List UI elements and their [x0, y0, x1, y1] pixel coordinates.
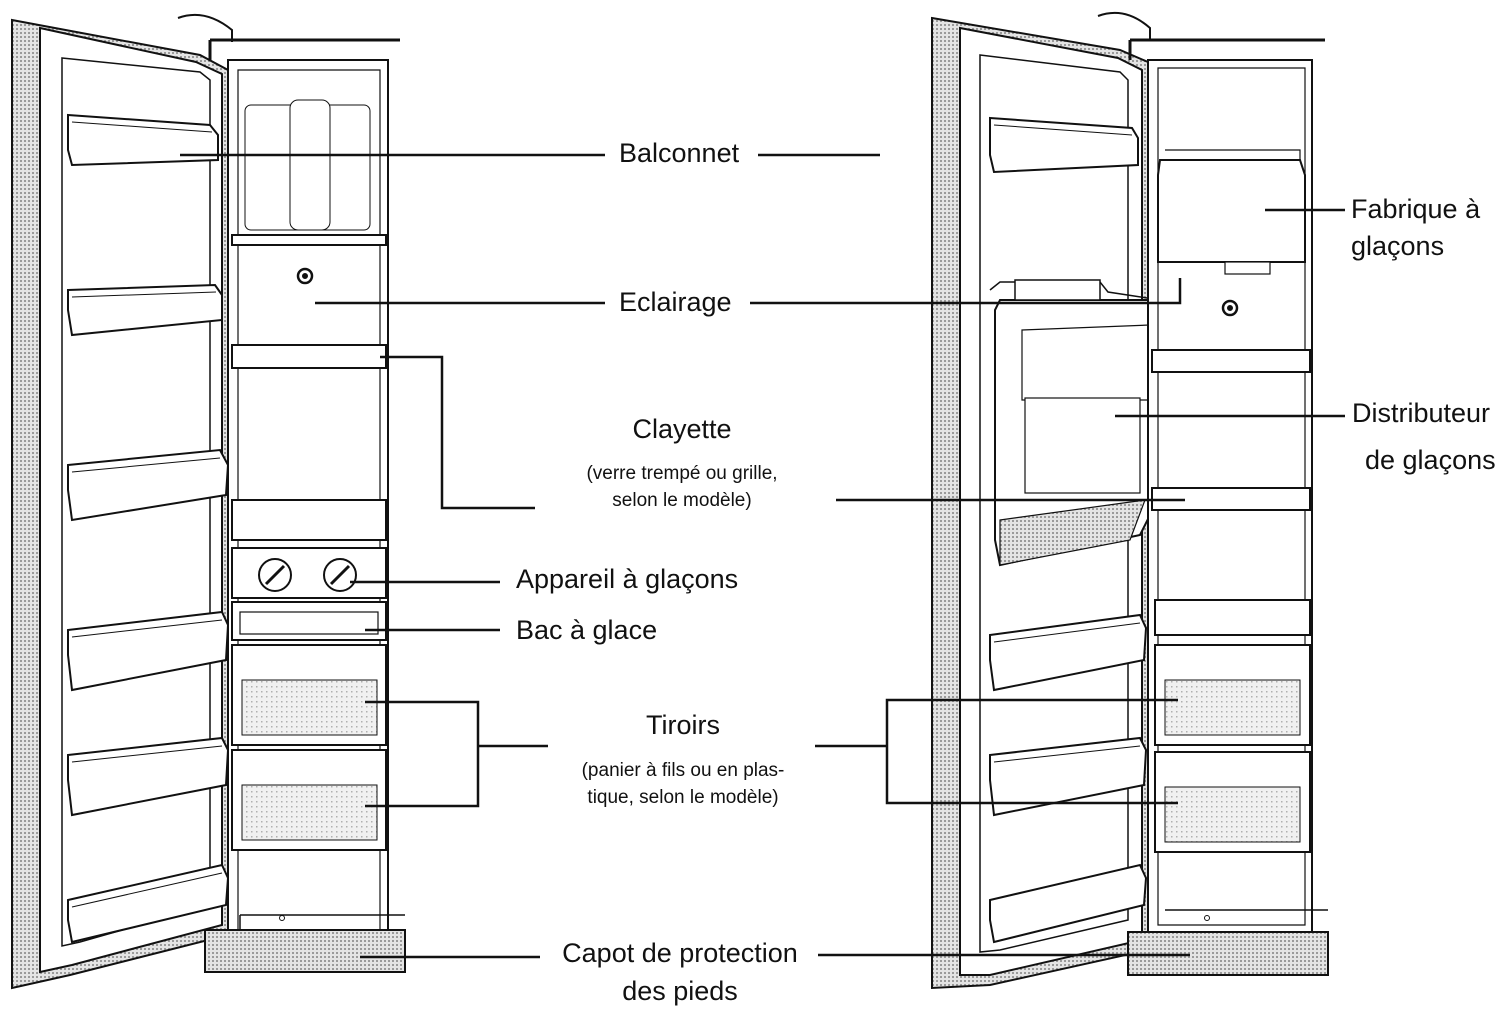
label-tiroirs-sub2: tique, selon le modèle) — [587, 787, 779, 808]
label-tiroirs-title: Tiroirs — [646, 710, 720, 740]
label-eclairage: Eclairage — [619, 287, 732, 317]
leader-lines — [180, 153, 1345, 959]
left-door-balconies — [67, 113, 230, 944]
label-appareil-a-glacons: Appareil à glaçons — [516, 564, 739, 594]
label-distributeur-line2: de glaçons — [1365, 445, 1496, 475]
label-distributeur-line1: Distributeur — [1352, 398, 1491, 428]
label-bac-a-glace: Bac à glace — [516, 615, 658, 645]
right-refrigerator — [931, 12, 1329, 990]
label-capot-line2: des pieds — [622, 976, 738, 1006]
label-tiroirs-sub1: (panier à fils ou en plas- — [581, 760, 785, 781]
left-refrigerator — [11, 14, 406, 990]
label-balconnet: Balconnet — [619, 138, 740, 168]
right-toe-grille — [1127, 931, 1329, 976]
left-toe-grille — [204, 929, 406, 973]
label-clayette-title: Clayette — [632, 414, 732, 444]
label-clayette-sub1: (verre trempé ou grille, — [586, 463, 778, 484]
label-clayette-sub2: selon le modèle) — [612, 490, 752, 511]
label-fabrique-line2: glaçons — [1351, 231, 1445, 261]
label-capot-line1: Capot de protection — [562, 938, 798, 968]
left-cabinet — [208, 38, 400, 60]
label-fabrique-line1: Fabrique à — [1351, 194, 1481, 224]
